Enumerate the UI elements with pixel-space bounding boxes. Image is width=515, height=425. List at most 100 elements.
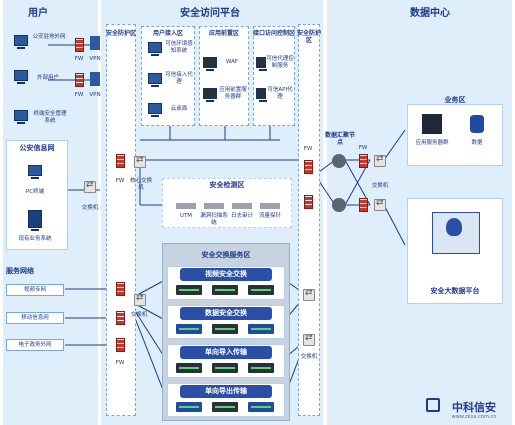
firewall-icon (116, 338, 125, 352)
bigdata-platform-label: 安全大数据平台 (430, 287, 480, 295)
police-net-label: 公安信息网 (19, 144, 55, 152)
user-terminal-label-1: 公安驻地外网 (32, 34, 66, 40)
firewall-icon (304, 195, 313, 209)
exchange-device-icon (176, 363, 202, 373)
api-item-1: 可信代理控制服务 (266, 56, 294, 69)
datacenter-header: 数据中心 (410, 8, 450, 19)
firewall-icon (116, 282, 125, 296)
police-net-box (6, 140, 68, 250)
exchange-item-1: 视频安全交换 (180, 268, 272, 281)
aggregation-node-icon (332, 198, 346, 212)
switch-label: 交换机 (130, 312, 148, 318)
access-zone-label: 用户接入区 (152, 30, 183, 37)
vuln-scan-icon (204, 203, 224, 209)
defense-zone-right (298, 24, 320, 416)
detect-item-2: 漏洞扫描系统 (200, 213, 228, 226)
exchange-device-icon (176, 402, 202, 412)
firewall-icon (359, 154, 368, 168)
firewall-icon (116, 154, 125, 168)
brand-logo-icon (426, 398, 440, 412)
switch-icon (303, 288, 315, 301)
trust-env-icon (148, 42, 162, 56)
exchange-device-icon (248, 363, 274, 373)
dc-switch-icon (374, 198, 386, 211)
switch-icon (134, 293, 146, 306)
business-app-servers: 应用服务器群 (415, 140, 449, 146)
bigdata-shield-icon (446, 218, 462, 236)
exchange-zone-label: 安全交换服务区 (201, 251, 251, 259)
brand-url: www.zkxa.com.cn (451, 414, 497, 420)
user-switch-label: 交换机 (81, 205, 99, 211)
user-switch-icon (84, 180, 96, 193)
access-proxy-icon (148, 73, 162, 87)
waf-icon (203, 57, 217, 71)
pc-terminal-label: PC终端 (25, 189, 45, 195)
user-terminal-label-2: 外部用户 (36, 75, 59, 81)
api-item-2: 可信API代理 (267, 87, 293, 100)
app-zone-label: 应用前置区 (208, 30, 239, 37)
service-net-3: 电子政务外网 (6, 339, 64, 351)
vpn-label: VPN (89, 56, 101, 62)
endpoint-security-icon (14, 110, 28, 124)
firewall-icon (116, 311, 125, 325)
app-server-icon (203, 88, 217, 102)
detect-zone-label: 安全检测区 (209, 181, 245, 189)
proxy-control-icon (256, 57, 267, 71)
switch-label: 交换机 (300, 354, 318, 360)
fw-label: FW (74, 56, 84, 62)
existing-system-label: 现有业务系统 (18, 236, 52, 242)
exchange-device-icon (248, 324, 274, 334)
aggregation-label: 数据汇聚节点 (324, 132, 355, 146)
exchange-device-icon (248, 285, 274, 295)
defense-zone-right-label: 安全防护区 (297, 30, 322, 44)
firewall-icon (75, 73, 84, 87)
service-net-1: 视频专网 (6, 284, 64, 296)
api-proxy-icon (256, 88, 267, 102)
utm-icon (176, 203, 196, 209)
defense-zone-left-label: 安全防护区 (106, 30, 137, 37)
existing-system-icon (28, 210, 42, 231)
external-user-icon (14, 70, 28, 84)
dc-switch-icon (374, 154, 386, 167)
firewall-icon (304, 160, 313, 174)
brand-name: 中科信安 (452, 401, 496, 414)
fw-label: FW (303, 146, 313, 152)
switch-icon (303, 333, 315, 346)
platform-header: 安全访问平台 (180, 8, 240, 19)
app-item-waf: WAF (225, 59, 239, 65)
app-item-servers: 应用前置服务器群 (219, 87, 247, 100)
exchange-device-icon (176, 324, 202, 334)
exchange-item-3: 单向导入传输 (180, 346, 272, 359)
vpn-icon (90, 36, 100, 50)
service-net-2: 移动信息网 (6, 312, 64, 324)
app-zone (199, 26, 249, 126)
exchange-device-icon (248, 402, 274, 412)
exchange-item-4: 单向导出传输 (180, 385, 272, 398)
exchange-device-icon (212, 324, 238, 334)
firewall-icon (359, 198, 368, 212)
core-switch-label: 核心交换机 (130, 178, 153, 191)
log-audit-icon (232, 203, 252, 209)
dc-fw-label: FW (358, 145, 368, 151)
server-rack-icon (422, 114, 442, 134)
fw-label: FW (74, 92, 84, 98)
exchange-device-icon (212, 363, 238, 373)
exchange-device-icon (176, 285, 202, 295)
business-zone-label: 业务区 (444, 96, 466, 104)
exchange-device-icon (212, 285, 238, 295)
fw-label: FW (115, 360, 125, 366)
detect-item-4: 流量探针 (258, 213, 281, 219)
exchange-item-2: 数据安全交换 (180, 307, 272, 320)
user-terminal-label-3: 终端安全管理系统 (33, 111, 67, 124)
dc-switch-label: 交换机 (371, 183, 389, 189)
fw-label: FW (115, 178, 125, 184)
pc-terminal-icon (28, 165, 42, 179)
access-item-1: 可信环境感知系统 (165, 41, 193, 54)
business-database: 数据 (471, 140, 483, 146)
vpn-icon (90, 72, 100, 86)
exchange-device-icon (212, 402, 238, 412)
flow-probe-icon (260, 203, 280, 209)
api-zone (253, 26, 295, 126)
access-item-3: 云桌面 (170, 106, 188, 112)
detect-item-1: UTM (179, 213, 193, 219)
